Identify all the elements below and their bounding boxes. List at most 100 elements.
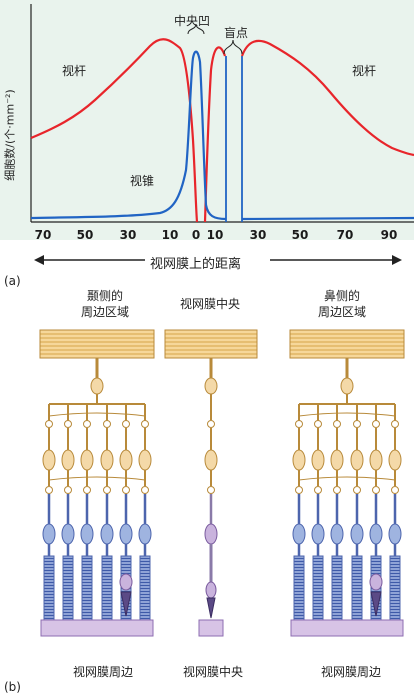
rod-nucleus xyxy=(330,523,344,545)
synapse xyxy=(333,420,341,428)
retina-circuit-diagram xyxy=(39,329,405,637)
bipolar-cell xyxy=(311,449,325,471)
ganglion-cell xyxy=(90,377,104,395)
synapse xyxy=(141,420,149,428)
ganglion-cell xyxy=(340,377,354,395)
bipolar-cell xyxy=(138,449,152,471)
blind-spot-label: 盲点 xyxy=(224,26,249,40)
cone-label: 视锥 xyxy=(130,174,155,188)
bipolar-cell xyxy=(369,449,383,471)
peripheral-circuit-nasal xyxy=(289,329,405,637)
cone-outer-segment xyxy=(120,591,132,617)
synapse xyxy=(207,486,215,494)
bottom-label-temporal: 视网膜周边 xyxy=(72,665,133,679)
pigment-epithelium xyxy=(290,619,404,637)
synapse xyxy=(122,486,130,494)
synapse xyxy=(295,486,303,494)
rod-nucleus xyxy=(138,523,152,545)
central-circuit xyxy=(164,329,258,637)
rod-nucleus xyxy=(61,523,75,545)
synapse xyxy=(141,486,149,494)
peripheral-circuit-temporal xyxy=(39,329,155,637)
amacrine-link xyxy=(298,412,396,417)
bipolar-cell xyxy=(292,449,306,471)
synapse xyxy=(333,486,341,494)
rod-outer-segment xyxy=(101,555,113,621)
rod-outer-segment xyxy=(312,555,324,621)
x-tick: 70 xyxy=(336,228,354,242)
synapse xyxy=(314,486,322,494)
synapse xyxy=(372,420,380,428)
bipolar-cell xyxy=(388,449,402,471)
rod-nucleus xyxy=(80,523,94,545)
synapse xyxy=(353,486,361,494)
x-tick: 0 xyxy=(191,228,201,242)
rod-nucleus xyxy=(119,523,133,545)
distance-arrow xyxy=(34,255,402,265)
panel-a-label: (a) xyxy=(4,274,21,288)
synapse xyxy=(64,420,72,428)
x-tick: 30 xyxy=(119,228,137,242)
fovea-label: 中央凹 xyxy=(174,14,211,28)
x-tick: 50 xyxy=(291,228,309,242)
bipolar-cell xyxy=(350,449,364,471)
density-chart xyxy=(30,4,414,223)
rod-nucleus xyxy=(311,523,325,545)
rod-outer-segment xyxy=(139,555,151,621)
bottom-label-nasal: 视网膜周边 xyxy=(320,665,381,679)
rod-outer-segment xyxy=(81,555,93,621)
rod-label-right: 视杆 xyxy=(352,64,377,78)
cone-cell xyxy=(369,573,383,591)
bipolar-cell xyxy=(80,449,94,471)
rod-outer-segment xyxy=(43,555,55,621)
cone-nucleus xyxy=(204,523,218,545)
y-axis-label: 细胞数/(个·mm⁻²) xyxy=(4,89,17,181)
blind-spot-brace xyxy=(223,39,243,55)
bipolar-cell xyxy=(61,449,75,471)
bipolar-cell xyxy=(330,449,344,471)
rod-nucleus xyxy=(42,523,56,545)
rod-nucleus xyxy=(350,523,364,545)
synapse xyxy=(391,420,399,428)
synapse xyxy=(314,420,322,428)
column-title-central: 视网膜中央 xyxy=(179,297,240,311)
rod-outer-segment xyxy=(62,555,74,621)
column-title-nasal: 鼻侧的 周边区域 xyxy=(317,289,366,319)
rod-nucleus xyxy=(100,523,114,545)
x-tick: 90 xyxy=(380,228,398,242)
amacrine-link xyxy=(48,412,146,417)
synapse xyxy=(83,420,91,428)
ganglion-cell xyxy=(204,377,218,395)
synapse xyxy=(353,420,361,428)
horizontal-link xyxy=(298,476,396,481)
horizontal-link xyxy=(48,476,146,481)
pigment-epithelium xyxy=(198,619,224,637)
rod-outer-segment xyxy=(293,555,305,621)
bipolar-cell xyxy=(204,449,218,471)
bipolar-cell xyxy=(119,449,133,471)
synapse xyxy=(372,486,380,494)
synapse xyxy=(83,486,91,494)
synapse xyxy=(207,420,215,428)
synapse xyxy=(103,420,111,428)
synapse xyxy=(45,420,53,428)
rod-outer-segment xyxy=(389,555,401,621)
rod-outer-segment xyxy=(331,555,343,621)
rod-nucleus xyxy=(388,523,402,545)
cone-outer-segment xyxy=(206,597,216,619)
x-tick: 70 xyxy=(34,228,52,242)
cone-cell xyxy=(205,581,217,599)
rod-label-left: 视杆 xyxy=(62,64,87,78)
x-tick: 10 xyxy=(161,228,179,242)
panel-b-label: (b) xyxy=(4,680,21,694)
synapse xyxy=(122,420,130,428)
synapse xyxy=(103,486,111,494)
x-tick: 10 xyxy=(206,228,224,242)
synapse xyxy=(295,420,303,428)
x-tick: 50 xyxy=(76,228,94,242)
rod-outer-segment xyxy=(351,555,363,621)
synapse xyxy=(64,486,72,494)
x-tick: 30 xyxy=(249,228,267,242)
bipolar-cell xyxy=(100,449,114,471)
blind-spot-gap xyxy=(225,56,243,222)
